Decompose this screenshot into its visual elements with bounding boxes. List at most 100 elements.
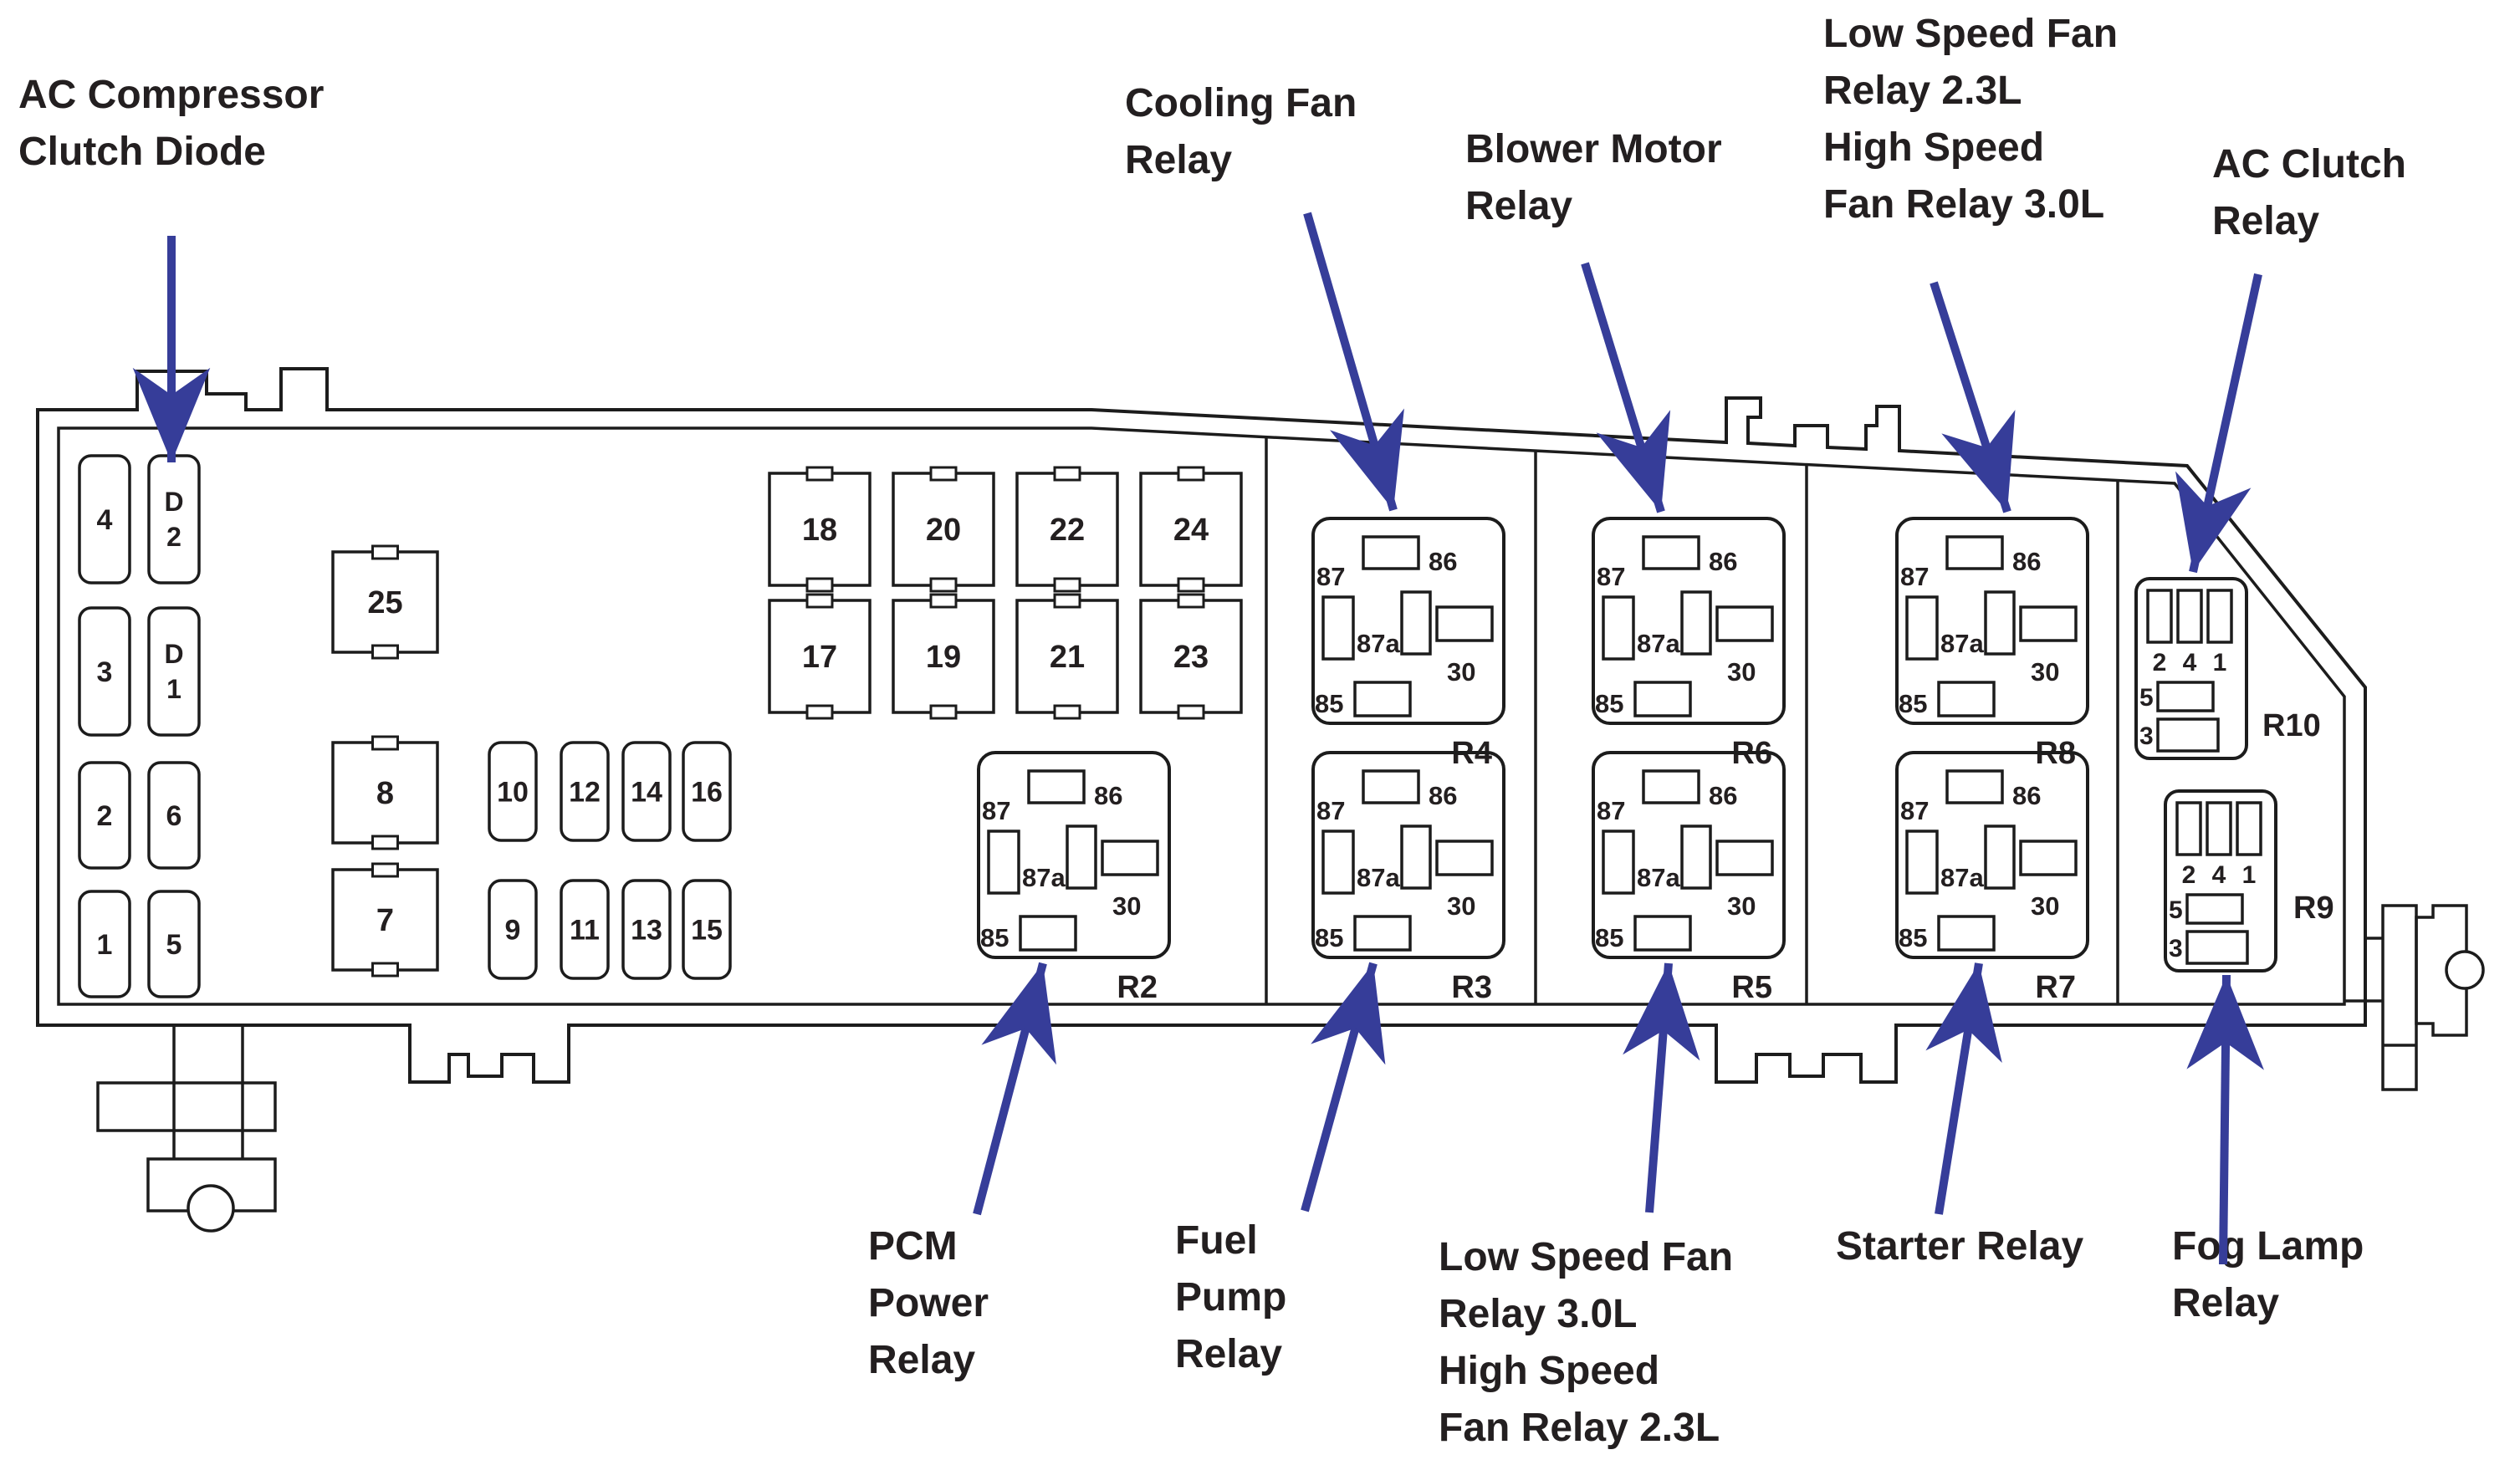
relay-R4-body (1311, 517, 1505, 725)
relay-R4-pin-87 (1321, 595, 1355, 661)
relay-R7-pin-87a-label: 87a (1940, 863, 1984, 892)
fuse-6: 6 (147, 761, 201, 870)
relay-R3-label: R3 (1451, 970, 1492, 1005)
relay-R9-body (2164, 789, 2277, 972)
fuse-D2-label-line2: 2 (166, 522, 181, 552)
fuse-20-tab-bottom (929, 577, 958, 593)
fuse-1: 1 (78, 890, 131, 998)
fuse-D1-body (147, 606, 201, 737)
relay-R5-pin-85 (1633, 915, 1692, 952)
relay-R2-pin-87-label: 87 (982, 796, 1010, 825)
fuse-23-tab-top (1177, 593, 1205, 609)
fuse-15: 15 (682, 879, 732, 980)
fuse-25-tab-top (371, 544, 399, 560)
relay-R3-pin-85 (1353, 915, 1412, 952)
relay-R7-pin-87 (1905, 830, 1939, 895)
callout-low-speed-fan-relay-23l-high-speed-fan-relay-30l-arrow (1930, 281, 2016, 513)
callout-pcm-power-relay-arrow (973, 962, 1056, 1216)
fuse-10-label: 10 (497, 777, 529, 809)
fuse-24-tab-bottom (1177, 577, 1205, 593)
fuse-17-tab-top (805, 593, 834, 609)
fuse-23-label: 23 (1173, 640, 1209, 675)
relay-R7-body (1895, 751, 2089, 959)
fuse-14-body (621, 741, 672, 842)
fuse-13-body (621, 879, 672, 980)
fuse-9-label: 9 (505, 915, 521, 947)
callout-starter-relay: Starter Relay (1836, 962, 2083, 1269)
fuse-5: 5 (147, 890, 201, 998)
relay-R8-body (1895, 517, 2089, 725)
fuse-19: 19 (892, 593, 995, 720)
fuse-5-body (147, 890, 201, 998)
right-mounting-bracket (2344, 904, 2485, 1091)
relay-R7-pin-85-label: 85 (1899, 923, 1927, 952)
fuse-11-body (560, 879, 610, 980)
fuse-20-tab-top (929, 466, 958, 482)
callout-blower-motor-relay-arrow (1581, 262, 1671, 513)
fuse-7-tab-top (371, 862, 399, 878)
relay-R9-label: R9 (2293, 891, 2334, 926)
relay-R9-pin-3 (2185, 930, 2249, 965)
fuse-17: 17 (768, 593, 872, 720)
fuse-6-body (147, 761, 201, 870)
relay-R6-pin-86-label: 86 (1709, 547, 1737, 576)
fuse-23: 23 (1139, 593, 1243, 720)
relay-R5-label: R5 (1731, 970, 1772, 1005)
relay-R9-pin-4 (2206, 801, 2232, 856)
callout-fuel-pump-relay-arrow (1301, 962, 1386, 1212)
relay-R4-pin-86-label: 86 (1429, 547, 1457, 576)
fuse-17-label: 17 (802, 640, 837, 675)
fuse-19-label: 19 (926, 640, 961, 675)
fuse-21-tab-top (1053, 593, 1081, 609)
relay-R2-pin-85-label: 85 (980, 923, 1009, 952)
left-mounting-bracket (96, 1025, 277, 1233)
callout-fog-lamp-relay-arrow (2186, 974, 2264, 1265)
fuse-13-label: 13 (631, 915, 662, 947)
fuse-24-label: 24 (1173, 513, 1209, 548)
fuse-25-label: 25 (367, 585, 402, 620)
relay-R8-pin-85-label: 85 (1899, 689, 1927, 718)
fuse-12-label: 12 (569, 777, 601, 809)
relay-R9-pin-2-label: 2 (2182, 861, 2196, 889)
fuse-box-outer-outline (36, 367, 2367, 1084)
relay-R10-pin-5-label: 5 (2139, 684, 2154, 712)
relay-R5-body (1592, 751, 1786, 959)
callout-starter-relay-text: Starter Relay (1836, 1224, 2083, 1269)
fuse-19-tab-bottom (929, 704, 958, 720)
callout-ac-clutch-relay-arrow (2175, 273, 2262, 574)
fuse-21-tab-bottom (1053, 704, 1081, 720)
fuse-22-tab-top (1053, 466, 1081, 482)
relay-R3-pin-86-label: 86 (1429, 781, 1457, 810)
fuse-24: 24 (1139, 466, 1243, 593)
fuse-8-tab-bottom (371, 835, 399, 850)
fuse-5-label: 5 (166, 929, 182, 961)
fuse-23-tab-bottom (1177, 704, 1205, 720)
fuse-15-body (682, 879, 732, 980)
relay-R2-pin-30-label: 30 (1112, 891, 1141, 921)
relay-R10-pin-3-label: 3 (2139, 722, 2154, 750)
relay-R7-label: R7 (2035, 970, 2076, 1005)
relay-R8-pin-85 (1937, 681, 1996, 717)
relay-R3-pin-30 (1435, 840, 1494, 876)
relay-R9-pin-5-label: 5 (2169, 896, 2183, 924)
relay-R6-pin-85 (1633, 681, 1692, 717)
relay-R10-pin-2 (2146, 589, 2173, 644)
relay-R8-pin-86 (1945, 535, 2004, 570)
fuse-D1-label-line1: D (164, 639, 183, 669)
relay-R7-pin-85 (1937, 915, 1996, 952)
fuse-3-label: 3 (97, 656, 113, 688)
relay-R2-pin-86 (1027, 769, 1086, 804)
relay-R2-pin-87 (987, 830, 1020, 895)
relay-R3-pin-30-label: 30 (1447, 891, 1475, 921)
relay-R9-pin-5 (2185, 893, 2244, 925)
